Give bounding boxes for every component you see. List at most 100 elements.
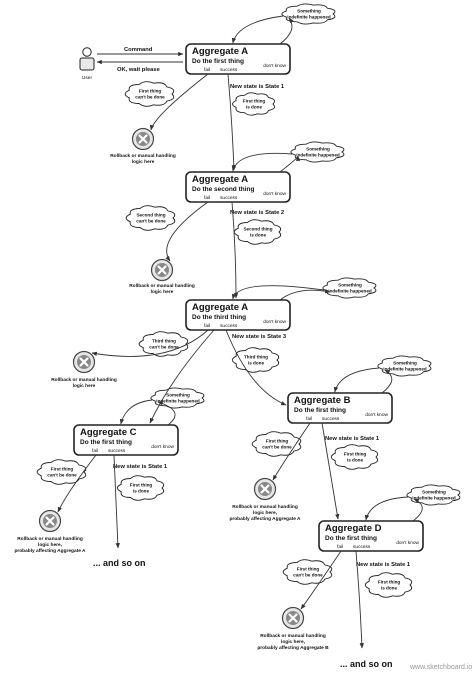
agg-d-rollback-label: Rollback or manual handling	[260, 633, 326, 639]
agg-a3-box	[185, 299, 291, 331]
agg-a3-rollback-icon-x	[79, 357, 89, 367]
agg-a1-rollback-icon-x	[138, 134, 148, 144]
agg-b-fail-cloud	[251, 431, 302, 457]
agg-b-fail-label: fail	[306, 416, 312, 422]
agg-a1-rollback-label: Rollback or manual handling	[110, 153, 176, 159]
agg-d-fail-cloud-text: can't be done	[293, 573, 323, 578]
agg-a1-done-cloud-text: is done	[246, 105, 263, 110]
agg-b-fail-cloud-text: First thing	[266, 439, 289, 444]
agg-a1-name: Aggregate A	[192, 46, 248, 57]
agg-c-indefinite-cloud	[150, 387, 205, 409]
agg-a3-state-label: New state is State 3	[232, 334, 287, 340]
agg-d-indefinite-cloud-text: Something	[422, 490, 446, 495]
agg-a2-unknown-arrow	[279, 155, 301, 173]
agg-a1-done-cloud	[232, 92, 275, 116]
agg-d-done-cloud-text: is done	[381, 586, 398, 591]
agg-c-rollback-label: logic here,	[38, 542, 63, 548]
agg-b-name: Aggregate B	[294, 395, 351, 406]
agg-b-unknown-label: don't know	[365, 412, 388, 418]
reply-label: OK, wait please	[117, 67, 161, 73]
agg-a2-box	[185, 171, 291, 203]
agg-a1-action: Do the first thing	[192, 58, 244, 65]
agg-c-rollback-label: Rollback or manual handling	[17, 536, 83, 542]
agg-c-retry-arrow	[119, 399, 153, 425]
watermark: www.sketchboard.io	[409, 664, 472, 671]
agg-d-fail-cloud	[282, 559, 333, 585]
agg-a3-unknown-arrow	[279, 288, 331, 301]
agg-d-box	[318, 520, 424, 552]
agg-c-done-cloud-text: First thing	[130, 483, 153, 488]
agg-a3-done-cloud-text: Third thing	[244, 355, 268, 360]
a1-to-a2-arrow	[227, 73, 236, 171]
agg-d-action: Do the first thing	[325, 535, 377, 542]
agg-a3-indefinite-cloud	[322, 277, 377, 299]
agg-d-success-label: success	[353, 545, 371, 550]
agg-a1-unknown-label: don't know	[263, 63, 286, 69]
agg-a1-done-cloud-text: First thing	[243, 99, 266, 104]
agg-d-rollback-icon-x	[288, 613, 298, 623]
agg-b-rollback-icon-x	[260, 484, 270, 494]
agg-a1-success-label: success	[220, 68, 238, 73]
agg-d-indefinite-cloud-text: indefinite happened	[412, 496, 456, 501]
agg-a2-fail-cloud-text: can't be done	[136, 219, 166, 224]
agg-b-box	[287, 392, 393, 424]
agg-a1-box	[185, 43, 291, 75]
agg-a1-fail-cloud	[124, 81, 175, 107]
agg-a2-indefinite-cloud-text: indefinite happened	[296, 153, 340, 158]
agg-c-fail-cloud-text: First thing	[51, 467, 74, 472]
agg-c-action: Do the first thing	[80, 439, 132, 446]
agg-d-state-label: New state is State 1	[356, 562, 411, 568]
agg-b-fail-arrow	[272, 422, 311, 481]
agg-b-success-label: success	[322, 417, 340, 422]
agg-c-fail-label: fail	[92, 448, 98, 454]
agg-a1-state-label: New state is State 1	[230, 84, 285, 90]
agg-d-fail-cloud-text: First thing	[297, 567, 320, 572]
agg-d-fail-label: fail	[337, 544, 343, 550]
agg-a1-fail-arrow	[149, 73, 209, 131]
agg-a2-unknown-label: don't know	[263, 191, 286, 197]
agg-a2-success-label: success	[220, 196, 238, 201]
agg-a1-fail-cloud-text: First thing	[139, 89, 162, 94]
user-label: User	[82, 75, 93, 81]
agg-a2-rollback-label: logic here	[151, 289, 174, 295]
agg-d-retry-arrow	[364, 496, 409, 521]
agg-c-done-cloud-text: is done	[133, 489, 150, 494]
agg-c-done-cloud	[116, 475, 165, 501]
agg-b-indefinite-cloud	[377, 355, 432, 377]
agg-a2-done-cloud-text: Second thing	[243, 227, 272, 232]
agg-d-rollback-label: probably affecting Aggregate B	[257, 645, 329, 651]
agg-a2-rollback-icon-x	[157, 265, 167, 275]
b-to-d-arrow	[321, 422, 340, 520]
agg-c-box	[73, 424, 179, 456]
command-label: Command	[124, 47, 153, 53]
agg-a3-fail-arrow	[91, 329, 209, 357]
agg-a1-fail-cloud-text: can't be done	[135, 95, 165, 100]
agg-b-state-label: New state is State 1	[325, 436, 380, 442]
agg-a3-name: Aggregate A	[192, 302, 248, 313]
agg-c-success-label: success	[108, 449, 126, 454]
and-so-on-label-1: ... and so on	[93, 558, 146, 568]
agg-b-rollback-label: logic here,	[253, 510, 278, 516]
agg-d-indefinite-cloud	[406, 484, 461, 506]
agg-a3-success-label: success	[220, 324, 238, 329]
agg-a3-done-cloud-text: is done	[248, 361, 265, 366]
agg-b-indefinite-cloud-text: indefinite happened	[383, 367, 427, 372]
agg-a1-indefinite-cloud	[281, 3, 336, 25]
agg-a1-unknown-arrow	[279, 17, 294, 45]
agg-a3-indefinite-cloud-text: Something	[338, 283, 362, 288]
agg-a3-fail-cloud-text: Third thing	[152, 339, 176, 344]
agg-c-rollback-label: probably affecting Aggregate A	[14, 548, 86, 554]
agg-a3-fail-cloud	[138, 331, 189, 357]
agg-a2-rollback-label: Rollback or manual handling	[129, 283, 195, 289]
agg-b-unknown-arrow	[381, 369, 393, 394]
agg-c-state-label: New state is State 1	[113, 464, 168, 470]
user-head	[82, 47, 92, 57]
a3-to-b-arrow	[225, 329, 287, 406]
agg-a3-fail-label: fail	[204, 323, 210, 329]
agg-a2-fail-arrow	[165, 201, 209, 262]
agg-c-fail-cloud-text: can't be done	[47, 473, 77, 478]
agg-c-rollback-icon-x	[45, 516, 55, 526]
agg-b-done-cloud	[330, 444, 379, 470]
